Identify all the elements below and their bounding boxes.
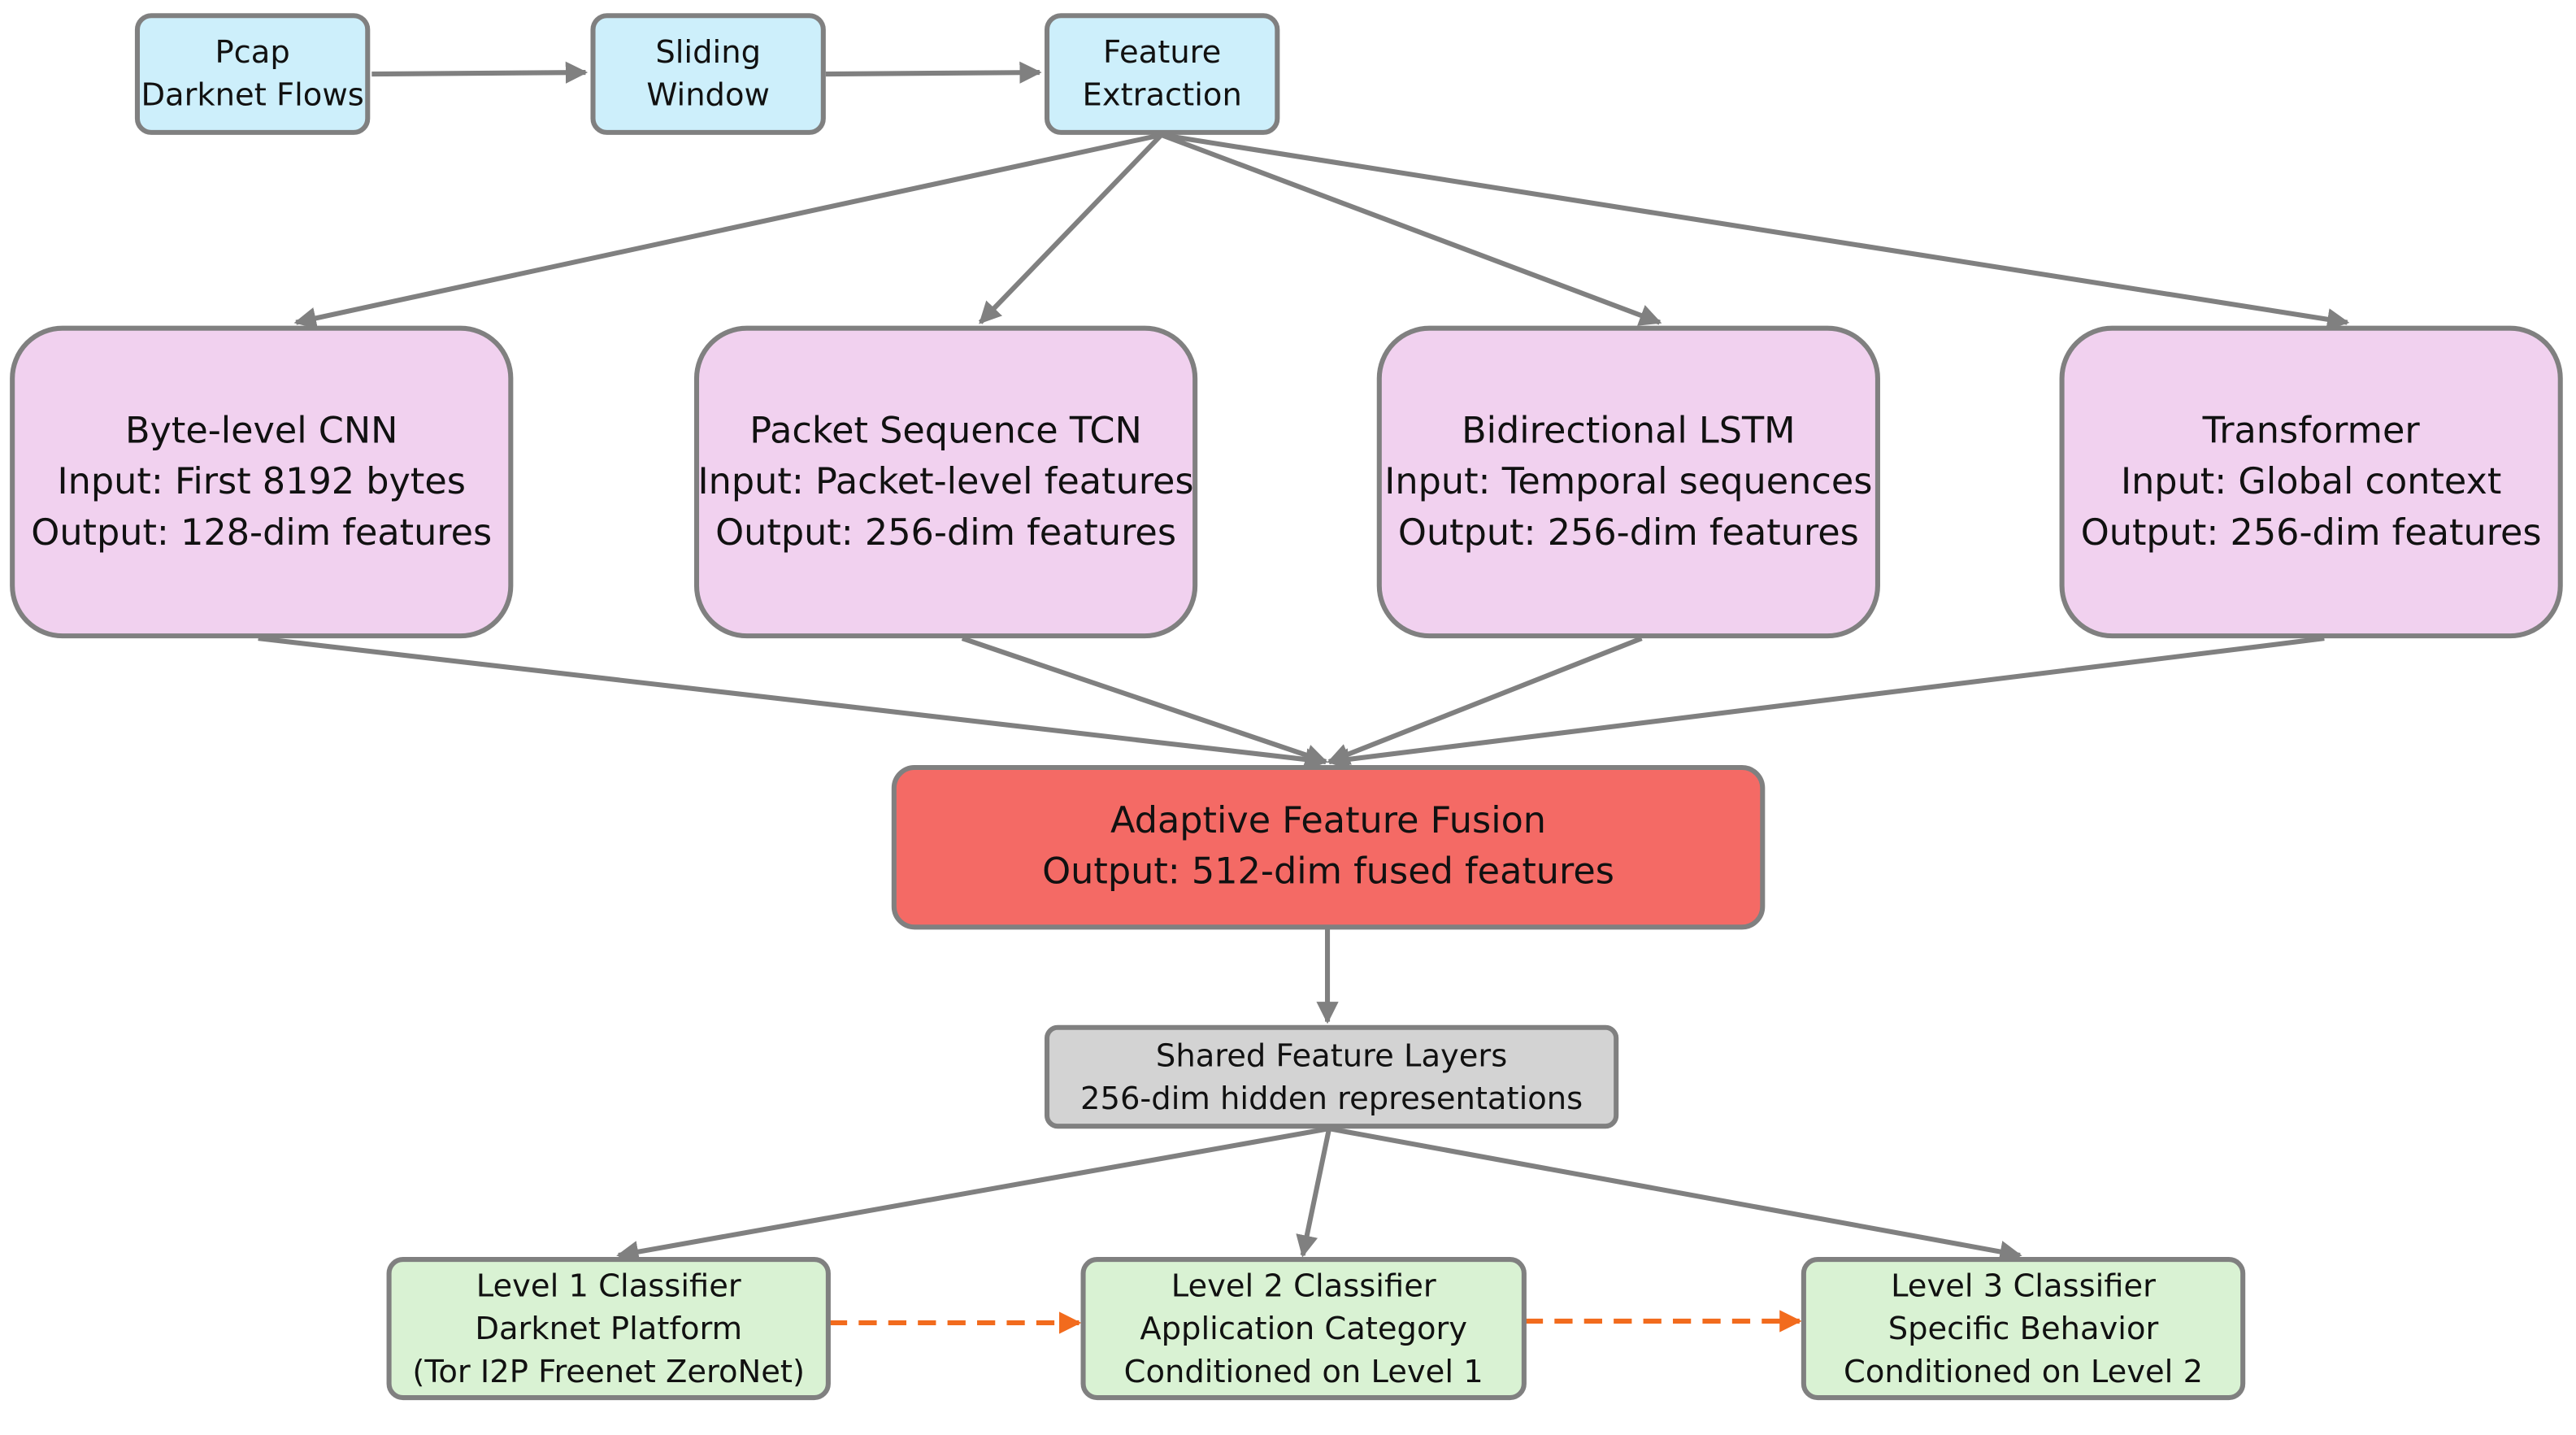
edge-shared-to-level3 bbox=[1328, 1126, 2022, 1263]
shared-layers-title: Shared Feature Layers bbox=[1155, 1037, 1508, 1074]
feature-fusion-node: Adaptive Feature Fusion Output: 512-dim … bbox=[891, 764, 1766, 930]
transformer-node: Transformer Input: Global context Output… bbox=[2059, 325, 2563, 639]
bilstm-title: Bidirectional LSTM bbox=[1462, 410, 1796, 452]
bilstm-output: Output: 256-dim features bbox=[1397, 512, 1859, 554]
edge-feature-extraction-to-lstm bbox=[1160, 133, 1662, 326]
level1-classifier-node: Level 1 Classifier Darknet Platform (Tor… bbox=[386, 1257, 831, 1401]
shared-layers-detail: 256-dim hidden representations bbox=[1080, 1080, 1583, 1117]
byte-cnn-node: Byte-level CNN Input: First 8192 bytes O… bbox=[10, 325, 514, 639]
level3-classifier-title: Level 3 Classifier bbox=[1891, 1268, 2156, 1304]
byte-cnn-title: Byte-level CNN bbox=[124, 410, 398, 452]
shared-layers-node: Shared Feature Layers 256-dim hidden rep… bbox=[1044, 1024, 1619, 1129]
pcap-node: Pcap (Darknet Flows) bbox=[134, 13, 371, 135]
level2-classifier-target: Application Category bbox=[1140, 1310, 1468, 1347]
edge-transformer-to-fusion bbox=[1327, 636, 2325, 771]
level1-classifier-target: Darknet Platform bbox=[475, 1310, 743, 1347]
byte-cnn-input: Input: First 8192 bytes bbox=[57, 461, 466, 503]
bilstm-node: Bidirectional LSTM Input: Temporal seque… bbox=[1376, 325, 1880, 639]
level3-classifier-condition: Conditioned on Level 2 bbox=[1843, 1353, 2204, 1389]
level1-classifier-classes: (Tor I2P Freenet ZeroNet) bbox=[412, 1353, 806, 1389]
edge-sliding-window-to-feature-extraction bbox=[825, 61, 1042, 84]
edge-tcn-to-fusion bbox=[961, 636, 1328, 766]
transformer-title: Transformer bbox=[2202, 410, 2420, 452]
feature-extraction-node-line-2: Extraction bbox=[1082, 77, 1242, 114]
edge-shared-to-level2 bbox=[1296, 1128, 1332, 1258]
pcap-node-line-2: (Darknet Flows) bbox=[134, 77, 371, 114]
level2-classifier-node: Level 2 Classifier Application Category … bbox=[1080, 1257, 1527, 1401]
level1-classifier-title: Level 1 Classifier bbox=[476, 1268, 741, 1304]
feature-extraction-node: Feature Extraction bbox=[1044, 13, 1280, 135]
feature-fusion-title: Adaptive Feature Fusion bbox=[1110, 801, 1547, 843]
level3-classifier-node: Level 3 Classifier Specific Behavior Con… bbox=[1801, 1257, 2246, 1401]
feature-extraction-node-line-1: Feature bbox=[1103, 34, 1222, 72]
packet-tcn-title: Packet Sequence TCN bbox=[749, 410, 1142, 452]
level2-classifier-title: Level 2 Classifier bbox=[1171, 1268, 1436, 1304]
edge-feature-extraction-to-tcn bbox=[978, 133, 1163, 324]
packet-tcn-node: Packet Sequence TCN Input: Packet-level … bbox=[693, 325, 1198, 639]
pcap-node-line-1: Pcap bbox=[215, 34, 290, 72]
packet-tcn-input: Input: Packet-level features bbox=[697, 461, 1194, 503]
sliding-window-node-line-2: Window bbox=[646, 77, 770, 114]
sliding-window-node: Sliding Window bbox=[590, 13, 826, 135]
edge-pcap-to-sliding-window bbox=[371, 61, 589, 84]
level3-classifier-target: Specific Behavior bbox=[1887, 1310, 2159, 1347]
edge-feature-extraction-to-transformer bbox=[1161, 132, 2350, 331]
transformer-input: Input: Global context bbox=[2120, 461, 2502, 503]
edge-cnn-to-fusion bbox=[258, 636, 1328, 771]
sliding-window-node-line-1: Sliding bbox=[655, 34, 761, 72]
byte-cnn-output: Output: 128-dim features bbox=[31, 512, 493, 554]
feature-fusion-output: Output: 512-dim fused features bbox=[1042, 852, 1614, 894]
edge-lstm-to-fusion bbox=[1327, 636, 1643, 765]
transformer-output: Output: 256-dim features bbox=[2080, 512, 2542, 554]
packet-tcn-output: Output: 256-dim features bbox=[715, 512, 1177, 554]
edge-feature-extraction-to-cnn bbox=[293, 132, 1162, 329]
level2-classifier-condition: Conditioned on Level 1 bbox=[1123, 1353, 1483, 1389]
bilstm-input: Input: Temporal sequences bbox=[1384, 461, 1873, 503]
edge-shared-to-level1 bbox=[616, 1126, 1330, 1263]
